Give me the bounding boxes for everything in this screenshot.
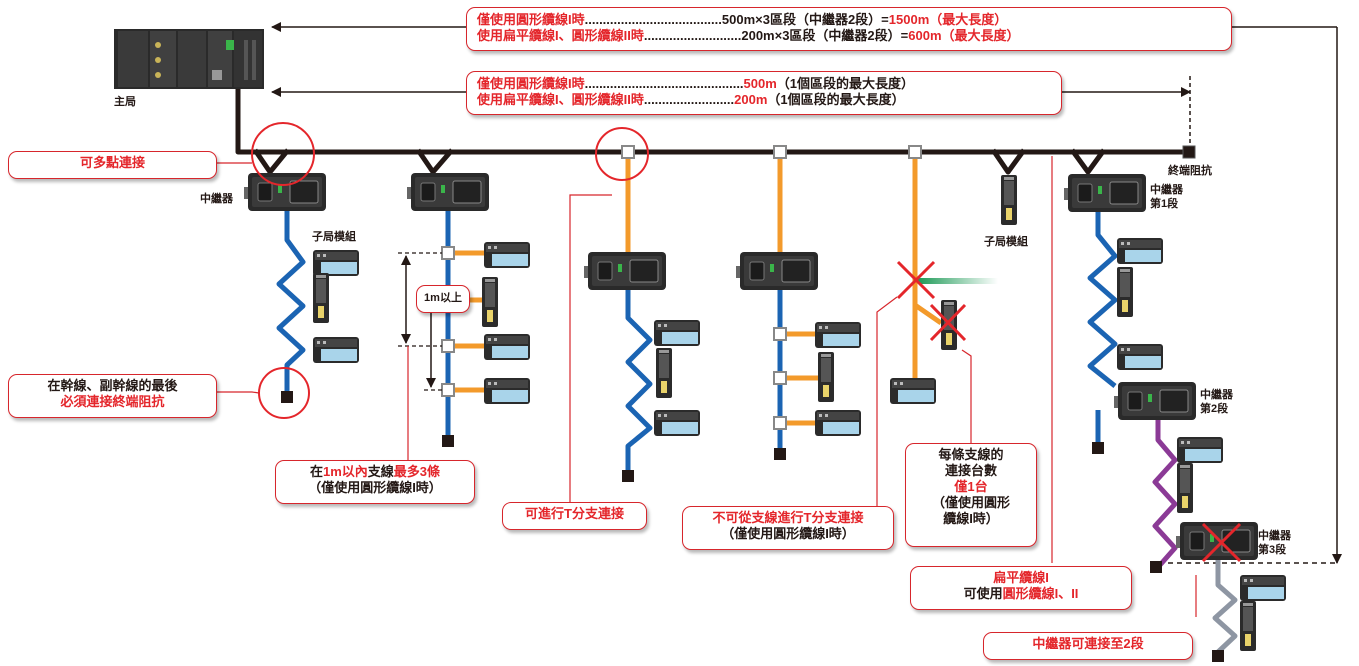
- dots-4: .........................: [643, 92, 735, 107]
- flat-cable-label-2: 使用扁平纜線I、圓形纜線II時: [477, 92, 644, 107]
- terminator-main: [1182, 145, 1196, 159]
- dots-3: ........................................…: [584, 76, 744, 91]
- flat-cable-line1: 扁平纜線I: [993, 570, 1049, 585]
- no-t-branch-callout: 不可從支線進行T分支連接 （僅使用圓形纜線I時）: [682, 506, 894, 550]
- multidrop-callout: 可多點連接: [8, 151, 217, 179]
- within-1m-callout: 在1m以內支線最多3條 （僅使用圓形纜線I時）: [275, 460, 475, 504]
- segment-note-1: （1個區段的最大長度）: [776, 76, 915, 91]
- repeater-1-label-b: 第1段: [1150, 198, 1179, 210]
- max-length-box: 僅使用圓形纜線I時...............................…: [466, 7, 1232, 51]
- no-t-branch-line1: 不可從支線進行T分支連接: [712, 510, 864, 525]
- repeater-label: 中繼器: [200, 193, 233, 205]
- slave-module-label-2: 子局模組: [984, 236, 1028, 248]
- master-label: 主局: [114, 96, 136, 108]
- dimension-arrows: [271, 22, 1342, 564]
- repeater-3-label-a: 中繼器: [1258, 530, 1291, 542]
- column-5: [890, 145, 998, 404]
- column-6: [1001, 175, 1017, 225]
- trunk-line: [235, 89, 1183, 175]
- dots-2: ...........................200m×3區段（中繼器2…: [643, 28, 909, 43]
- max-length-600: 600m（最大長度）: [908, 28, 1020, 43]
- terminator-callout-line1: 在幹線、副幹線的最後: [47, 378, 178, 393]
- no-t-branch-line2: （僅使用圓形纜線I時）: [721, 526, 855, 541]
- column-4: [735, 145, 861, 460]
- segment-500m: 500m: [743, 76, 777, 91]
- terminator-callout-line2: 必須連接終端阻抗: [60, 394, 165, 409]
- terminator-callout: 在幹線、副幹線的最後 必須連接終端阻抗: [8, 374, 217, 418]
- t-branch-callout: 可進行T分支連接: [502, 502, 647, 530]
- column-3: [583, 127, 700, 482]
- slave-module-label: 子局模組: [312, 231, 356, 243]
- column-7: [1063, 173, 1286, 662]
- flat-cable-label: 使用扁平纜線I、圓形纜線II時: [477, 28, 644, 43]
- column-1: [243, 122, 359, 419]
- per-branch-line5: 纜線I時）: [943, 511, 999, 526]
- flat-cable-line2a: 可使用: [963, 586, 1003, 601]
- repeater-1-label-a: 中繼器: [1150, 184, 1183, 196]
- master-plc: [114, 29, 264, 89]
- repeater-3-label-b: 第3段: [1258, 544, 1287, 556]
- per-branch-line2: 連接台數: [944, 463, 997, 478]
- leader-lines: [217, 156, 1197, 617]
- round-cable-i-label: 僅使用圓形纜線I時: [477, 12, 585, 27]
- segment-length-box: 僅使用圓形纜線I時...............................…: [466, 71, 1062, 115]
- per-branch-line4: （僅使用圓形: [931, 495, 1010, 510]
- repeater-2-label-b: 第2段: [1200, 403, 1229, 415]
- per-branch-line3: 僅1台: [954, 479, 988, 494]
- terminator-label: 終端阻抗: [1168, 165, 1212, 177]
- within-1m-text-c: 支線: [367, 464, 394, 479]
- flat-cable-line2b: 圓形纜線I、II: [1002, 586, 1079, 601]
- dots-1: ......................................50…: [584, 12, 889, 27]
- repeater-2-label-a: 中繼器: [1200, 389, 1233, 401]
- per-branch-callout: 每條支線的 連接台數 僅1台 （僅使用圓形 纜線I時）: [905, 443, 1037, 547]
- segment-note-2: （1個區段的最大長度）: [767, 92, 905, 107]
- round-cable-i-label-2: 僅使用圓形纜線I時: [477, 76, 585, 91]
- within-1m-text-b: 1m以內: [322, 464, 368, 479]
- per-branch-line1: 每條支線的: [938, 447, 1004, 462]
- segment-200m: 200m: [734, 92, 768, 107]
- within-1m-text-e: （僅使用圓形纜線I時）: [308, 480, 442, 495]
- one-m-above-label: 1m以上: [416, 285, 470, 313]
- within-1m-text-d: 最多3條: [393, 464, 441, 479]
- column-2: [398, 172, 530, 447]
- repeater-limit-callout: 中繼器可連接至2段: [983, 632, 1193, 660]
- within-1m-text-a: 在: [309, 464, 323, 479]
- max-length-1500: 1500m（最大長度）: [888, 12, 1008, 27]
- flat-cable-callout: 扁平纜線I 可使用圓形纜線I、II: [910, 566, 1132, 610]
